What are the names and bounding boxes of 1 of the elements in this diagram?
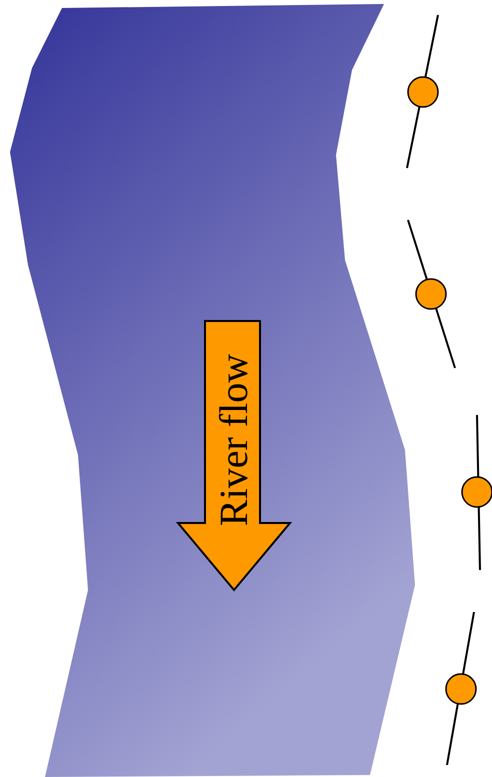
arrow-label: River flow bbox=[214, 354, 254, 526]
